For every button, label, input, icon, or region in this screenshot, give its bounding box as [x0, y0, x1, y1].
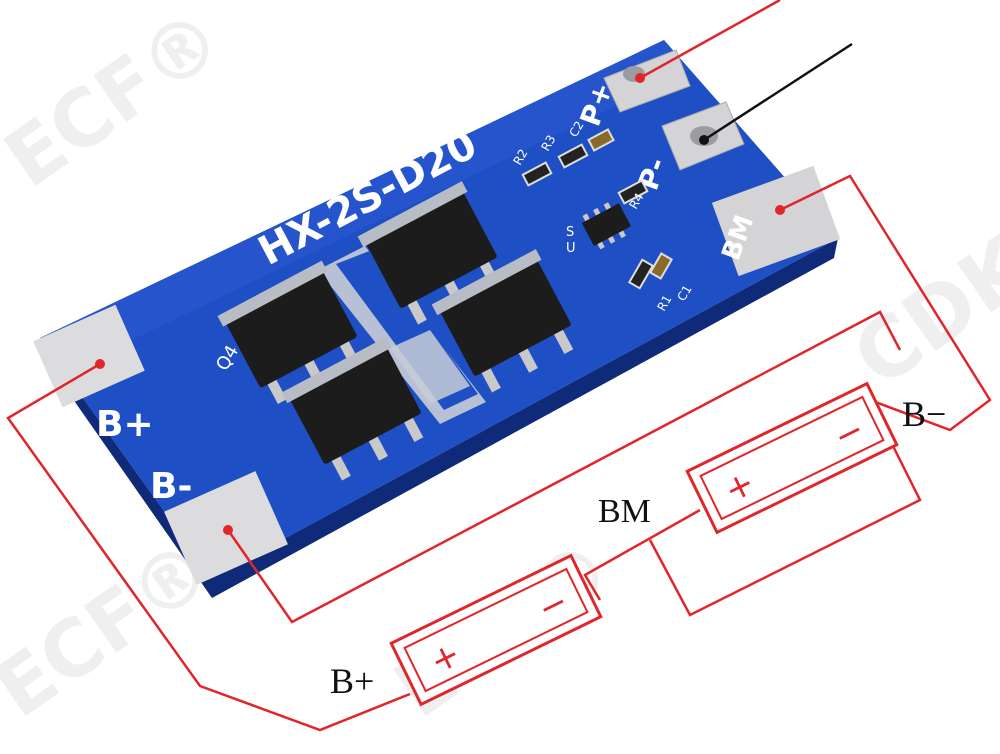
watermark-text: ECF® — [0, 0, 239, 206]
label-b-minus: B− — [902, 394, 946, 434]
battery-cell-body — [389, 553, 603, 707]
resistor-r — [521, 161, 553, 187]
battery-cell-inner — [403, 567, 589, 693]
resistor-r — [557, 143, 589, 169]
wire-b-minus — [226, 310, 902, 624]
resistor-r — [617, 179, 649, 205]
component-label: R1 — [654, 293, 674, 314]
pad-bm — [711, 165, 841, 277]
label-b-plus: B+ — [330, 661, 374, 701]
copper-trace — [390, 330, 470, 404]
component-label: R2 — [510, 147, 530, 168]
mosfet — [431, 249, 574, 393]
pcb-sheen — [40, 40, 690, 370]
wire-dot — [223, 525, 233, 535]
battery-cell-2: + − — [389, 553, 603, 707]
pcb: HX-2S-D20 P+ P- BM B+ B- R2 R3 C2 R4 R1 … — [33, 40, 841, 598]
battery-cell-body — [685, 381, 899, 535]
label-bm: BM — [598, 493, 651, 530]
wire-p-plus — [639, 0, 781, 80]
wire-dot — [775, 205, 785, 215]
resistor-r — [627, 258, 655, 290]
control-ic — [581, 202, 632, 250]
component-label: R4 — [626, 191, 646, 212]
component-label: S — [566, 225, 574, 240]
component-label: R3 — [538, 133, 558, 154]
pad-label-b-plus: B+ — [96, 404, 154, 445]
mosfet — [281, 337, 424, 481]
pad-b-plus — [33, 304, 145, 408]
wire-dot — [699, 135, 709, 145]
component-label: U — [566, 241, 576, 256]
mosfet — [217, 260, 360, 404]
wire-bm — [779, 174, 992, 432]
wire-dot — [635, 73, 645, 83]
pad-label-b-minus: B- — [150, 466, 192, 507]
wiring — [6, 0, 992, 732]
capacitor-c — [648, 252, 674, 280]
capacitor-c — [587, 128, 615, 152]
component-label: C2 — [566, 119, 586, 140]
wire-bm-junction — [648, 399, 922, 617]
battery-cell-inner — [699, 395, 885, 521]
wire-dot — [95, 359, 105, 369]
wire-b-plus — [6, 362, 411, 732]
wire-p-minus — [703, 42, 853, 142]
battery-cell-1: + − — [685, 381, 899, 535]
component-label: C1 — [674, 283, 694, 304]
wire-series-link — [583, 508, 701, 601]
